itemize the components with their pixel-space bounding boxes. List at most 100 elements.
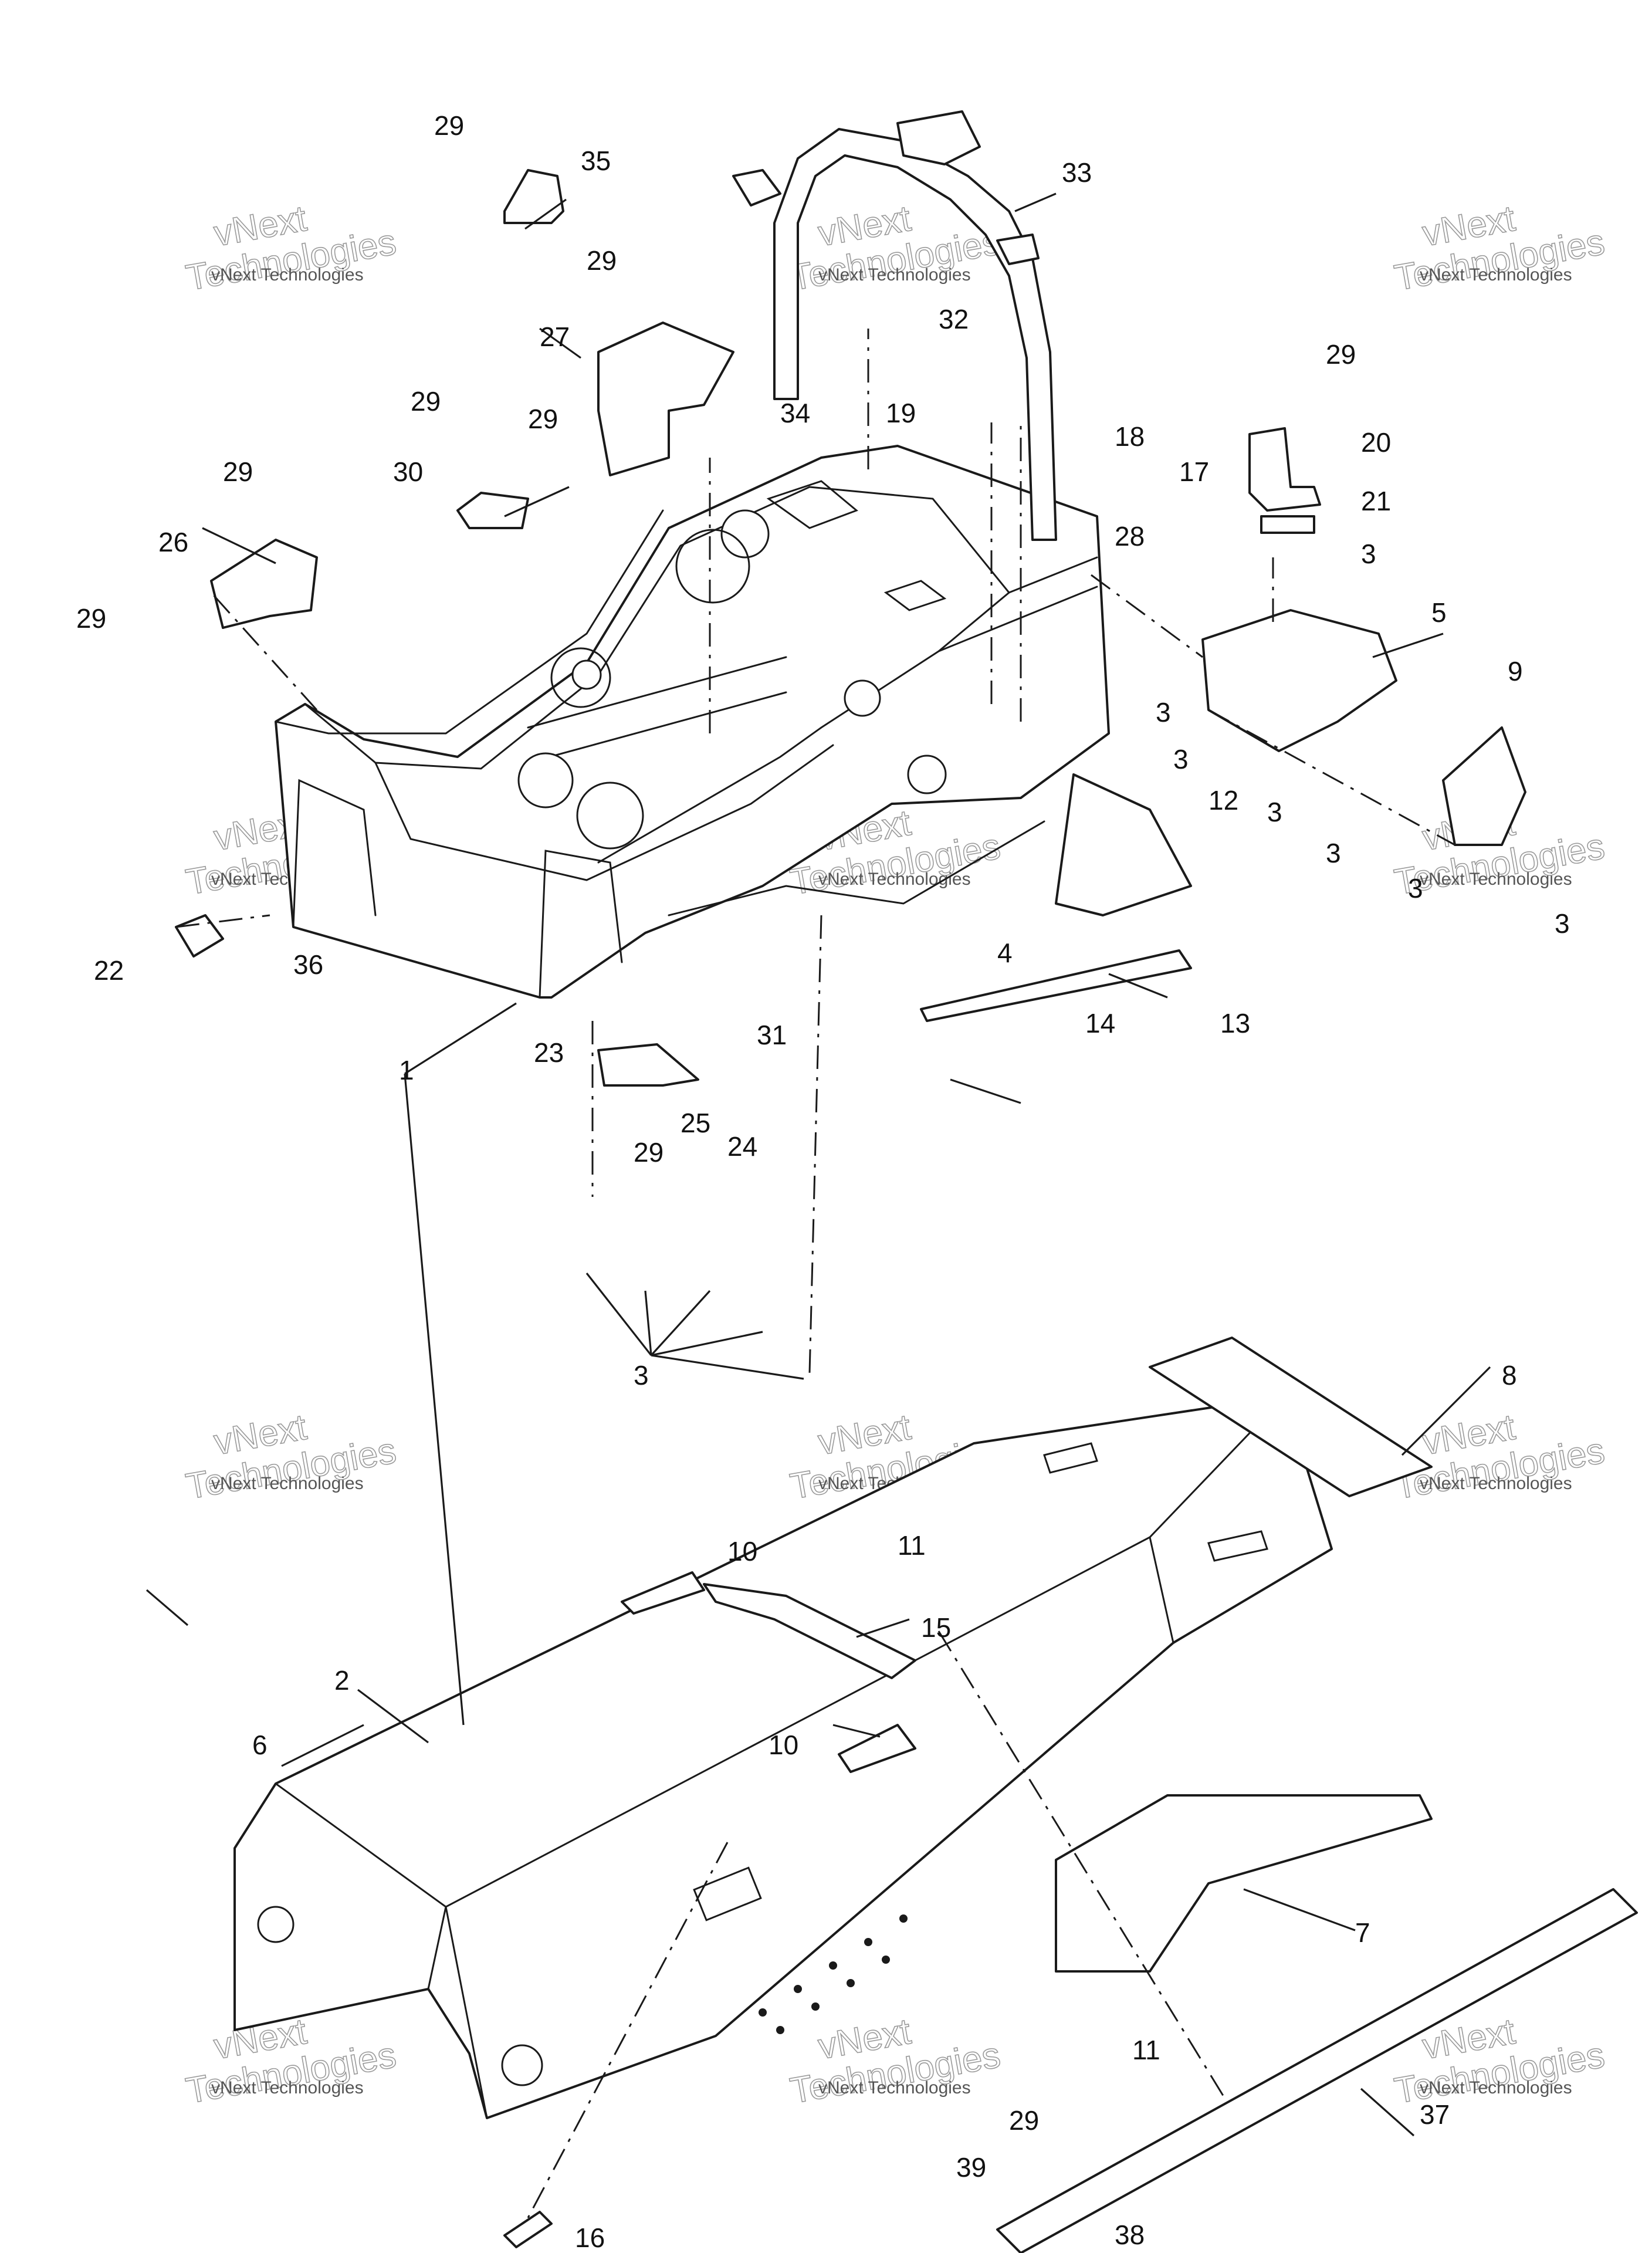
callout-29: 29 [223, 456, 253, 487]
detail-circle [550, 647, 611, 708]
callout-22: 22 [94, 955, 124, 986]
frame-top-rail [275, 509, 664, 735]
callout-19: 19 [886, 398, 916, 428]
leader-line [644, 1290, 652, 1356]
leader-line [404, 1073, 465, 1726]
bracket-4 [1055, 773, 1192, 916]
callout-3: 3 [634, 1360, 649, 1391]
leader-line [404, 1002, 517, 1075]
bracket-35 [503, 169, 564, 224]
watermark-label: vNext Technologies [1420, 265, 1572, 285]
frame-hole [907, 755, 947, 794]
callout-23: 23 [534, 1037, 564, 1068]
callout-35: 35 [581, 146, 611, 176]
assembly-line [527, 1842, 729, 2218]
tunnel-front-face [233, 1782, 447, 1990]
callout-3: 3 [1156, 697, 1171, 728]
watermark-label: vNext Technologies [1420, 870, 1572, 889]
callout-4: 4 [997, 938, 1013, 968]
bracket-20 [1248, 427, 1321, 512]
tunnel-slot [693, 1866, 762, 1922]
frame-hole [720, 509, 770, 559]
callout-9: 9 [1508, 656, 1523, 686]
frame-hole [571, 659, 602, 690]
callout-3: 3 [1326, 838, 1341, 868]
callout-25: 25 [681, 1108, 710, 1138]
watermark-label: vNext Technologies [211, 1474, 364, 1493]
callout-29: 29 [434, 110, 464, 141]
bar-15 [703, 1583, 916, 1679]
tunnel-assembly [233, 1395, 1333, 2119]
callout-29: 29 [634, 1137, 663, 1168]
frame-rim-upper [304, 486, 1011, 864]
frame-cutout [883, 580, 947, 611]
tunnel-vent [759, 2008, 767, 2017]
callout-29: 29 [76, 603, 106, 634]
callout-3: 3 [1408, 873, 1423, 904]
bracket-26 [210, 539, 318, 629]
tunnel-vent [864, 1938, 872, 1946]
loop-handle [732, 110, 1057, 541]
leader-line [202, 527, 276, 564]
loop-handle-clip [732, 169, 781, 207]
detail-circle [675, 529, 750, 604]
callout-10: 10 [727, 1536, 757, 1567]
watermark-label: vNext Technologies [211, 2078, 364, 2098]
watermark-label: vNext Technologies [818, 265, 971, 285]
callout-37: 37 [1420, 2099, 1450, 2130]
leader-line [357, 1689, 429, 1744]
leader-line [585, 1273, 652, 1356]
leader-line [651, 1354, 804, 1380]
runner-10-bottom [838, 1724, 916, 1773]
frame-front-left [292, 779, 623, 999]
callout-29: 29 [1009, 2105, 1039, 2136]
callout-12: 12 [1208, 785, 1238, 816]
tunnel-body [233, 1395, 1333, 2119]
runner-10-top [621, 1571, 705, 1615]
callout-15: 15 [921, 1612, 951, 1643]
assembly-line [1091, 574, 1203, 658]
tunnel-vent [811, 2002, 820, 2011]
watermark-label: vNext Technologies [818, 2078, 971, 2098]
loop-handle-clip [996, 234, 1040, 265]
callout-29: 29 [411, 386, 441, 417]
assembly-line [808, 915, 822, 1374]
callout-27: 27 [540, 322, 570, 352]
leader-line [524, 198, 567, 230]
callout-16: 16 [575, 2222, 605, 2253]
frame-rim-lower [374, 744, 834, 881]
tunnel-rear-slot [1207, 1530, 1268, 1562]
callout-32: 32 [939, 304, 969, 334]
leader-line [1108, 973, 1168, 999]
upper-frame-assembly [275, 445, 1110, 999]
leader-line [1243, 1888, 1356, 1931]
callout-1: 1 [399, 1055, 414, 1085]
frame-hole [844, 679, 881, 717]
tunnel-vent [829, 1961, 837, 1970]
assembly-line [1208, 709, 1455, 846]
callout-3: 3 [1555, 908, 1570, 939]
loop-handle-bracket [896, 110, 981, 165]
callout-18: 18 [1115, 421, 1145, 452]
watermark-label: vNext Technologies [211, 265, 364, 285]
assembly-lines [175, 329, 1455, 2218]
bar-14 [920, 949, 1192, 1022]
tunnel-hole [257, 1906, 294, 1943]
loop-handle-tube [773, 128, 1057, 541]
callout-5: 5 [1431, 597, 1447, 628]
callout-7: 7 [1355, 1917, 1370, 1948]
assembly-line [210, 591, 318, 711]
callout-30: 30 [393, 456, 423, 487]
leader-lines [145, 192, 1491, 2137]
leader-line [832, 1724, 881, 1738]
callout-13: 13 [1220, 1008, 1250, 1038]
hinge-23 [597, 1043, 699, 1087]
callout-21: 21 [1361, 486, 1391, 516]
leader-line [1401, 1366, 1491, 1456]
callout-29: 29 [528, 404, 558, 434]
leader-line [1014, 192, 1057, 212]
callout-26: 26 [158, 527, 188, 557]
leader-line [650, 1290, 711, 1356]
leader-line [539, 327, 581, 359]
